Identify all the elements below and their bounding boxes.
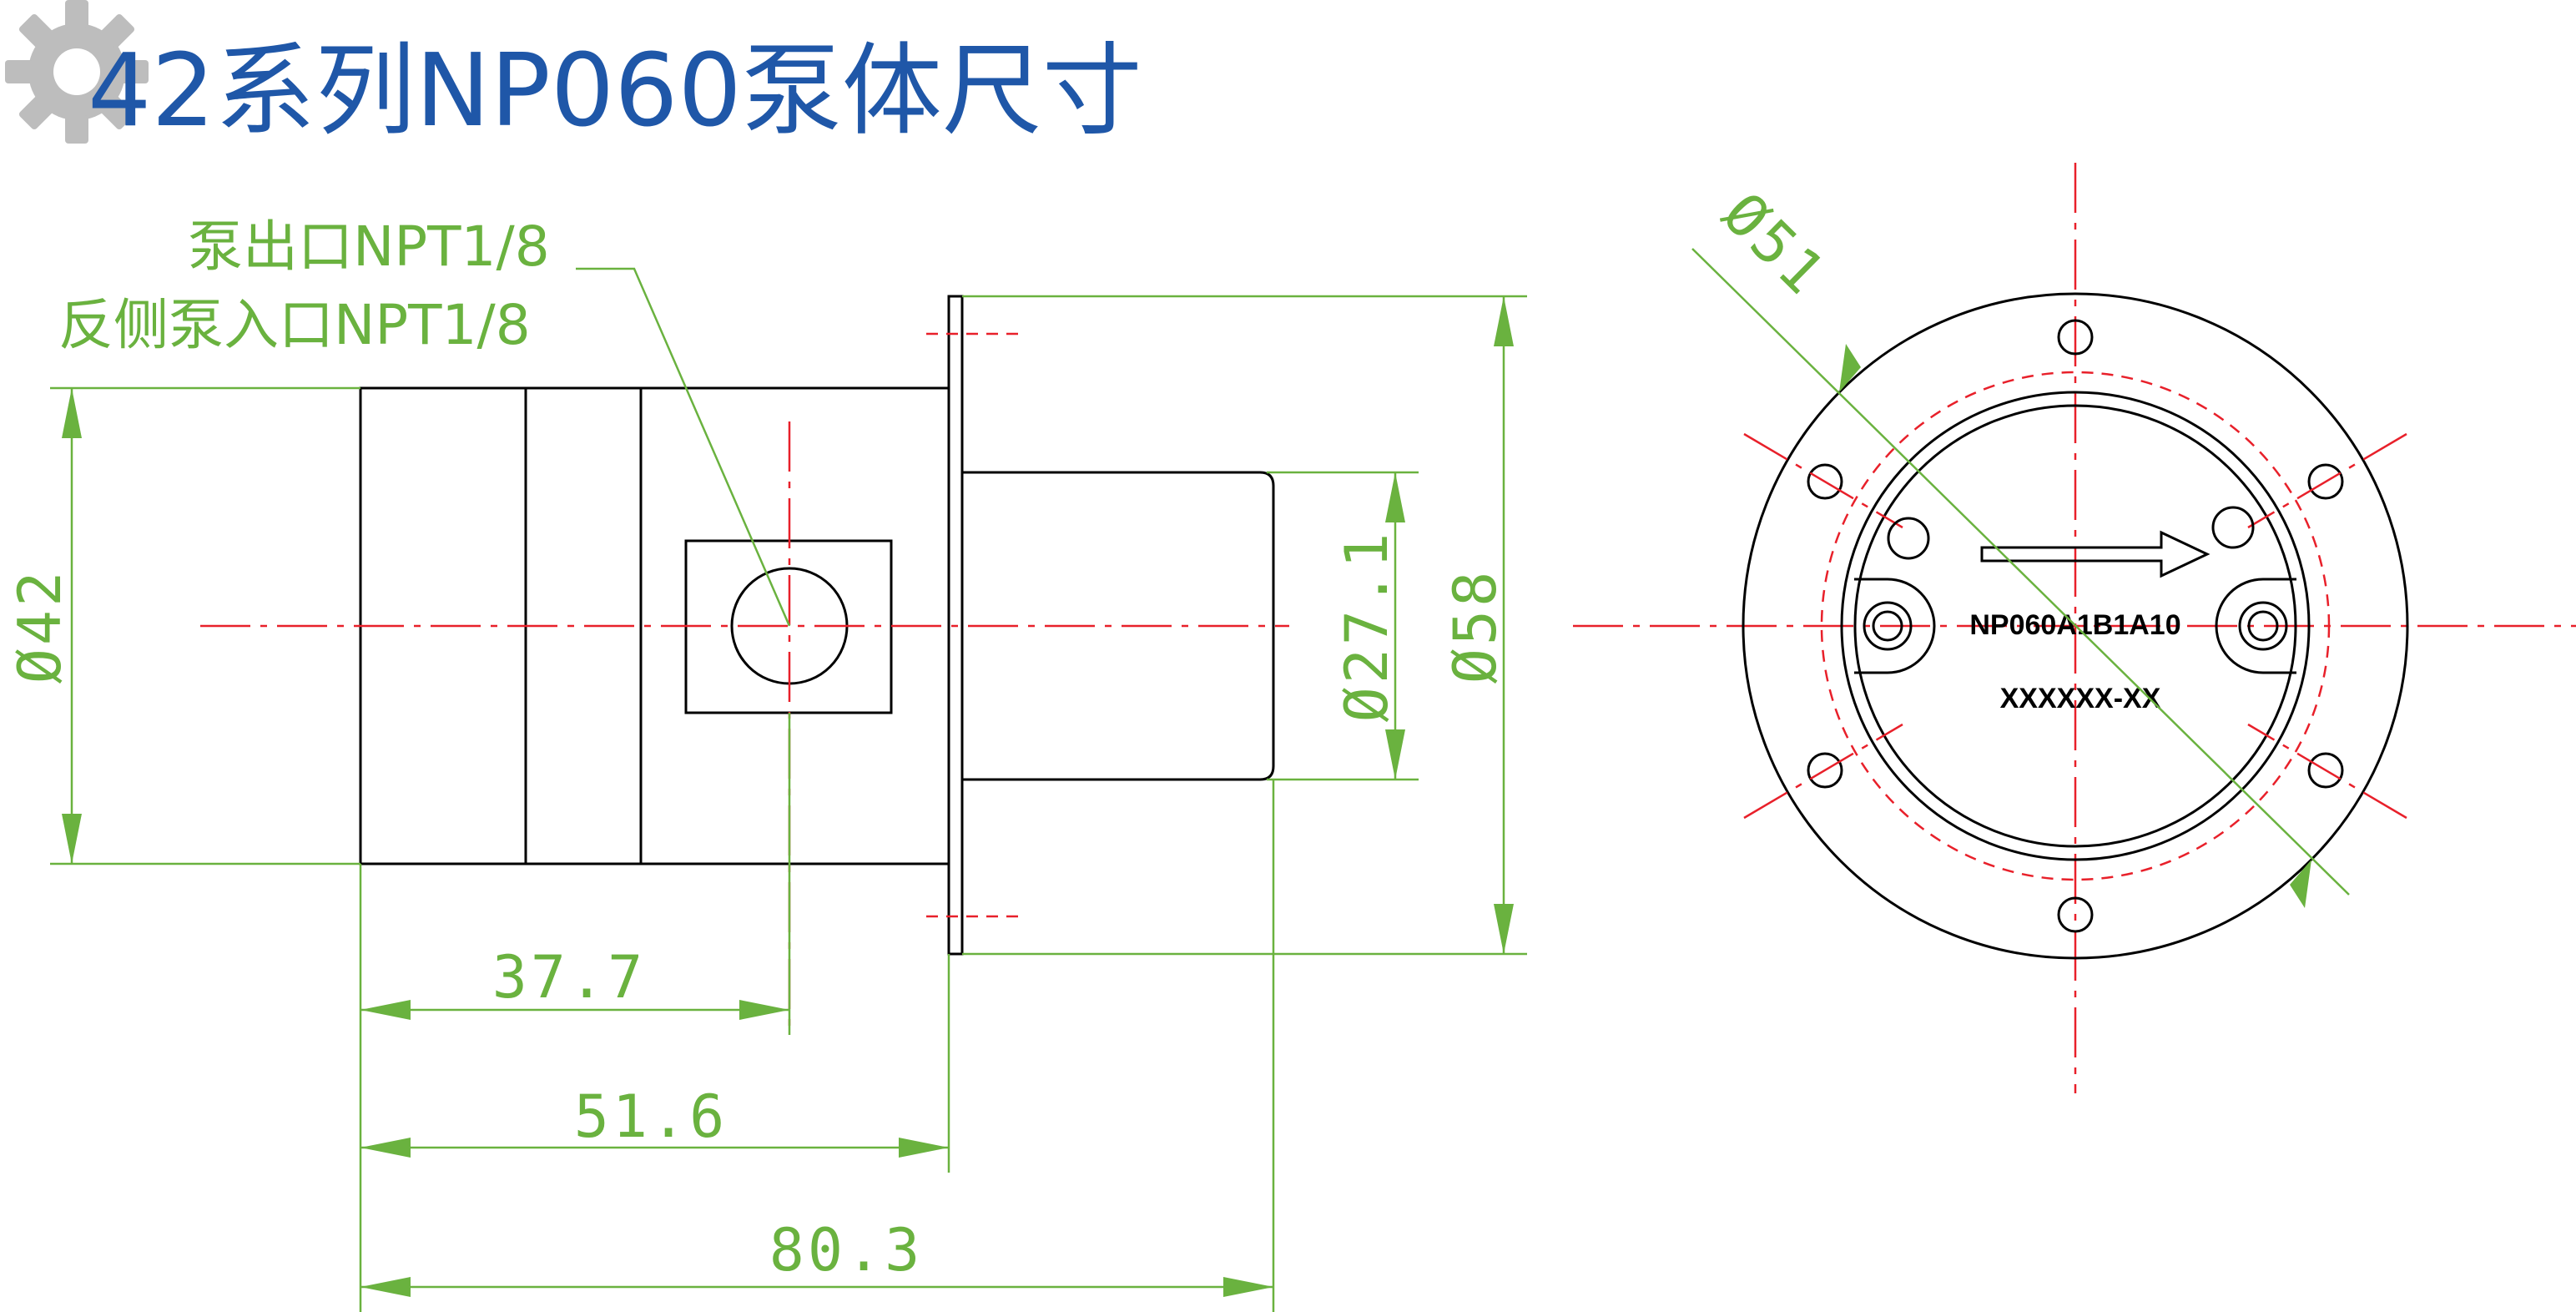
small-hole xyxy=(2211,506,2255,549)
side-view xyxy=(200,295,1289,1035)
right-slot xyxy=(2215,578,2296,674)
page-title: 42系列NP060泵体尺寸 xyxy=(88,33,1142,149)
dimension-51-6: 51.6 xyxy=(360,954,950,1173)
flow-direction-arrow-icon xyxy=(1980,530,2211,578)
dimension-label-51-6: 51.6 xyxy=(574,1082,728,1151)
front-view: NP060A1B1A10 XXXXXX-XX xyxy=(1573,163,2576,1093)
dimension-label-80-3: 80.3 xyxy=(769,1216,924,1284)
dimension-label-37-7: 37.7 xyxy=(492,943,647,1012)
mounting-hole xyxy=(2307,463,2344,500)
dimension-80-3: 80.3 xyxy=(360,780,1275,1312)
mounting-hole xyxy=(2057,319,2094,356)
mounting-hole xyxy=(2057,896,2094,933)
dimension-label-d51: Ø51 xyxy=(1710,179,1840,310)
mounting-hole xyxy=(1807,752,1843,789)
mounting-hole xyxy=(1807,463,1843,500)
dimension-d42: Ø42 xyxy=(6,386,360,865)
housing-circle-outer xyxy=(1840,391,2311,861)
inlet-label: 反侧泵入口NPT1/8 xyxy=(58,293,531,357)
dimension-label-d27-1: Ø27.1 xyxy=(1333,530,1401,723)
small-hole xyxy=(1887,517,1930,560)
gear-icon xyxy=(5,0,149,144)
flange xyxy=(947,295,964,956)
dimension-label-d42: Ø42 xyxy=(6,568,74,684)
outlet-label: 泵出口NPT1/8 xyxy=(188,214,550,279)
serial-marking: XXXXXX-XX xyxy=(2000,683,2161,714)
outlet-leader-line xyxy=(576,267,791,627)
dimension-label-d58: Ø58 xyxy=(1441,568,1510,684)
left-slot xyxy=(1854,578,1936,674)
dimension-d58: Ø58 xyxy=(962,295,1527,956)
dimension-d27-1: Ø27.1 xyxy=(1267,471,1419,781)
flange-outer-circle xyxy=(1742,292,2409,960)
housing-circle-inner xyxy=(1853,404,2297,848)
mounting-holes xyxy=(1807,319,2344,933)
mounting-hole xyxy=(2307,752,2344,789)
dimension-37-7: 37.7 xyxy=(359,713,791,1312)
motor-shaft-housing xyxy=(962,471,1275,781)
